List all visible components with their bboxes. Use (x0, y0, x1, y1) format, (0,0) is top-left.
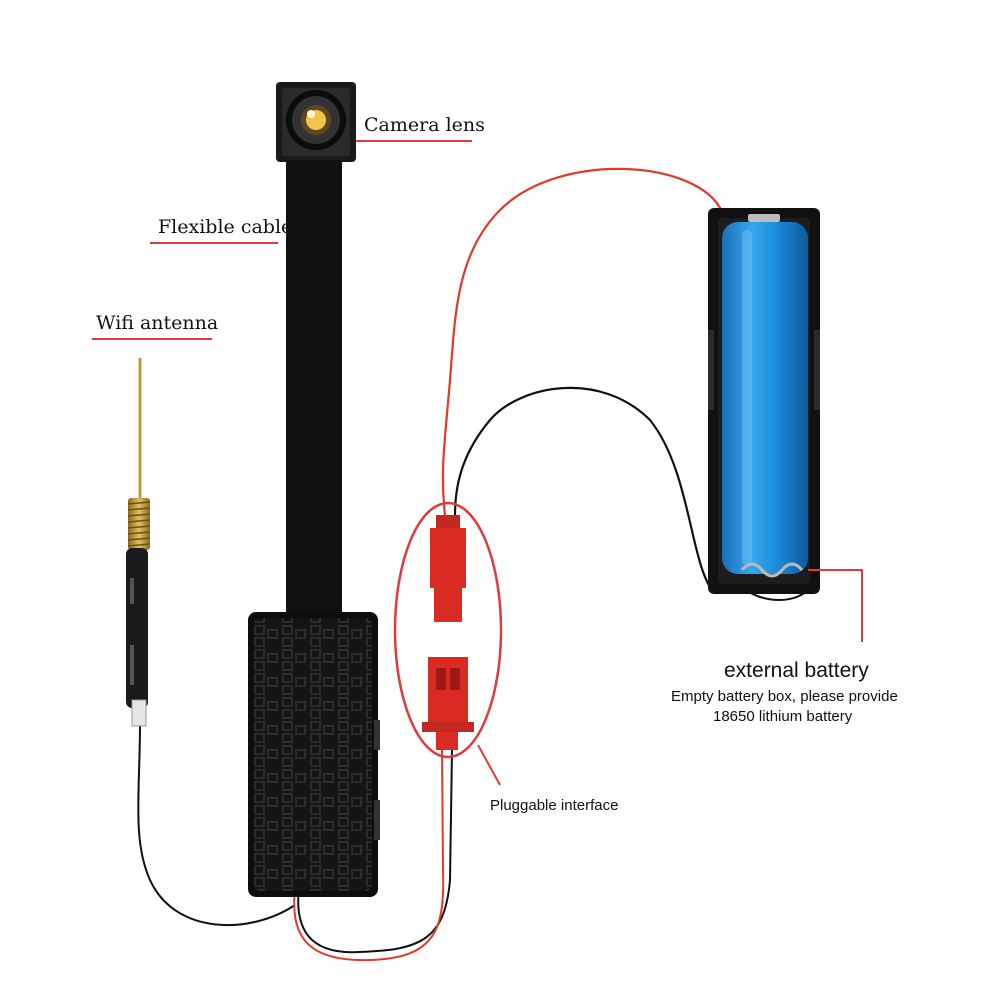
flexible-cable-label: Flexible cable (158, 216, 293, 238)
pluggable-interface-label: Pluggable interface (490, 797, 619, 814)
pluggable-highlight-ellipse (393, 501, 503, 759)
battery-cell (722, 222, 808, 574)
battery-red-wire (441, 167, 724, 516)
wifi-antenna (126, 358, 151, 727)
module-black-wire (297, 749, 453, 954)
flexible-cable-underline (150, 242, 278, 244)
antenna-wire (137, 724, 296, 927)
camera-lens (276, 82, 356, 162)
battery-holder (708, 208, 820, 594)
wifi-antenna-label: Wifi antenna (96, 312, 219, 334)
battery-note-line1: Empty battery box, please provide (671, 688, 898, 705)
battery-note-line2: 18650 lithium battery (713, 708, 853, 725)
pluggable-connector (422, 515, 474, 750)
module-red-wire (293, 749, 445, 962)
battery-black-wire (453, 386, 713, 591)
external-battery-label: external battery (724, 659, 869, 682)
camera-lens-label: Camera lens (364, 114, 485, 136)
camera-module (248, 612, 380, 897)
flexible-cable (286, 160, 342, 620)
wifi-antenna-underline (92, 338, 212, 340)
camera-lens-underline (356, 140, 472, 142)
